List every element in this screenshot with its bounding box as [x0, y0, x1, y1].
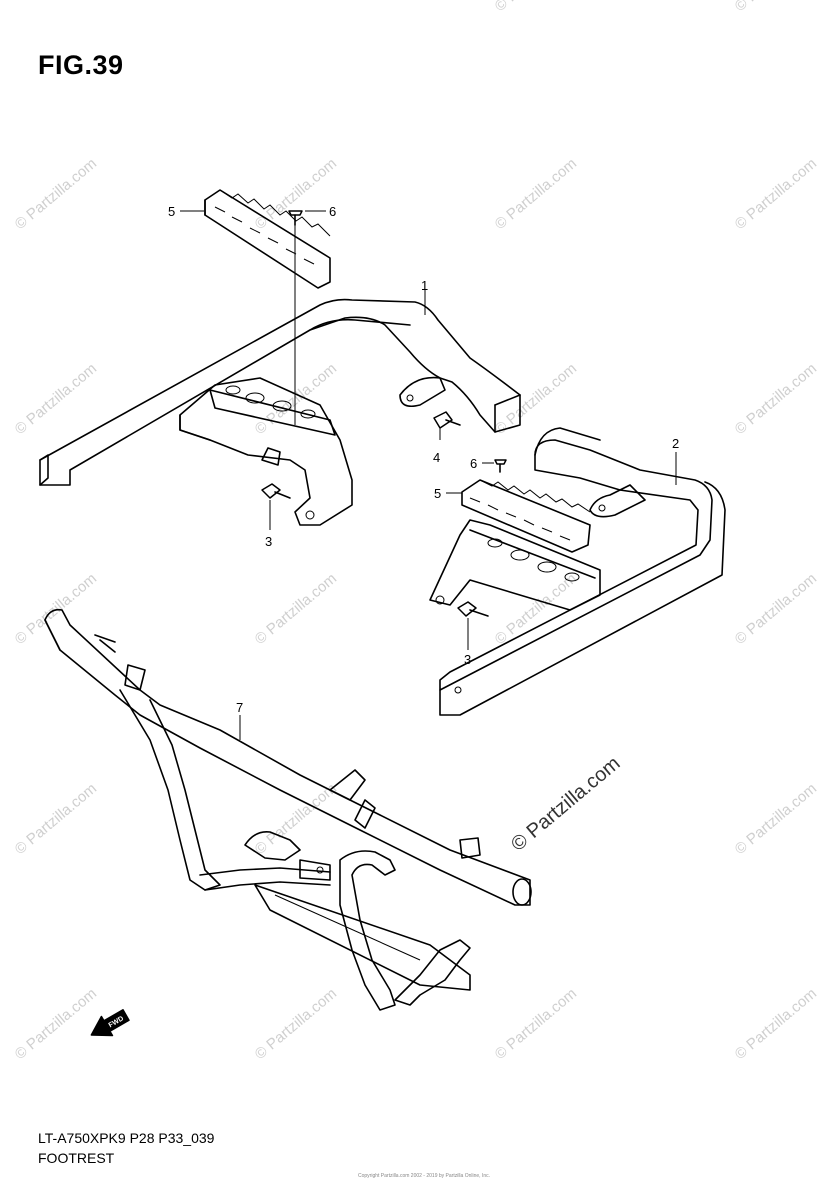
callout-5-right: 5: [434, 486, 441, 501]
watermark: © Partzilla.com: [732, 0, 820, 15]
callout-3-left: 3: [265, 534, 272, 549]
watermark: © Partzilla.com: [732, 360, 820, 438]
watermark: © Partzilla.com: [12, 360, 100, 438]
watermark: © Partzilla.com: [732, 155, 820, 233]
leader-lines: [180, 210, 677, 740]
callout-numbers: 5 6 1 2 4 6 5 3 3 7: [168, 204, 679, 715]
screw-6-top: [288, 210, 303, 425]
callout-1: 1: [421, 278, 428, 293]
footrest-bracket-right: [429, 427, 726, 716]
watermark: © Partzilla.com: [252, 570, 340, 648]
section-name-label: FOOTREST: [38, 1150, 115, 1166]
callout-6-right: 6: [470, 456, 477, 471]
callout-4: 4: [433, 450, 440, 465]
watermark: © Partzilla.com: [732, 780, 820, 858]
callout-2: 2: [672, 436, 679, 451]
watermark: © Partzilla.com: [12, 985, 100, 1063]
bolt-3-right: [457, 601, 489, 650]
watermark: © Partzilla.com: [492, 360, 580, 438]
callout-3-right: 3: [464, 652, 471, 667]
watermark: © Partzilla.com: [252, 985, 340, 1063]
watermark: © Partzilla.com: [12, 155, 100, 233]
watermark: © Partzilla.com: [732, 570, 820, 648]
fwd-arrow-icon: FWD: [90, 1009, 130, 1037]
callout-5-top: 5: [168, 204, 175, 219]
watermark-grid: © Partzilla.com © Partzilla.com © Partzi…: [12, 0, 820, 1063]
bolt-3-left: [261, 483, 291, 530]
callout-6-top: 6: [329, 204, 336, 219]
figure-title: FIG.39: [38, 50, 124, 80]
model-code-label: LT-A750XPK9 P28 P33_039: [38, 1130, 215, 1146]
watermark: © Partzilla.com: [12, 780, 100, 858]
screw-6-right: [494, 459, 507, 473]
callout-7: 7: [236, 700, 243, 715]
bolt-4: [433, 411, 461, 440]
watermark-large: © Partzilla.com: [507, 752, 624, 855]
step-plate-left: [204, 189, 331, 289]
watermark: © Partzilla.com: [12, 570, 100, 648]
watermark: © Partzilla.com: [492, 0, 580, 15]
watermark: © Partzilla.com: [732, 985, 820, 1063]
copyright-notice: Copyright Partzilla.com 2002 - 2019 by P…: [358, 1173, 491, 1179]
step-plate-right: [461, 479, 591, 553]
front-guard: [44, 608, 532, 1011]
footrest-bracket-left: [39, 298, 521, 526]
watermark: © Partzilla.com: [492, 985, 580, 1063]
watermark: © Partzilla.com: [492, 155, 580, 233]
